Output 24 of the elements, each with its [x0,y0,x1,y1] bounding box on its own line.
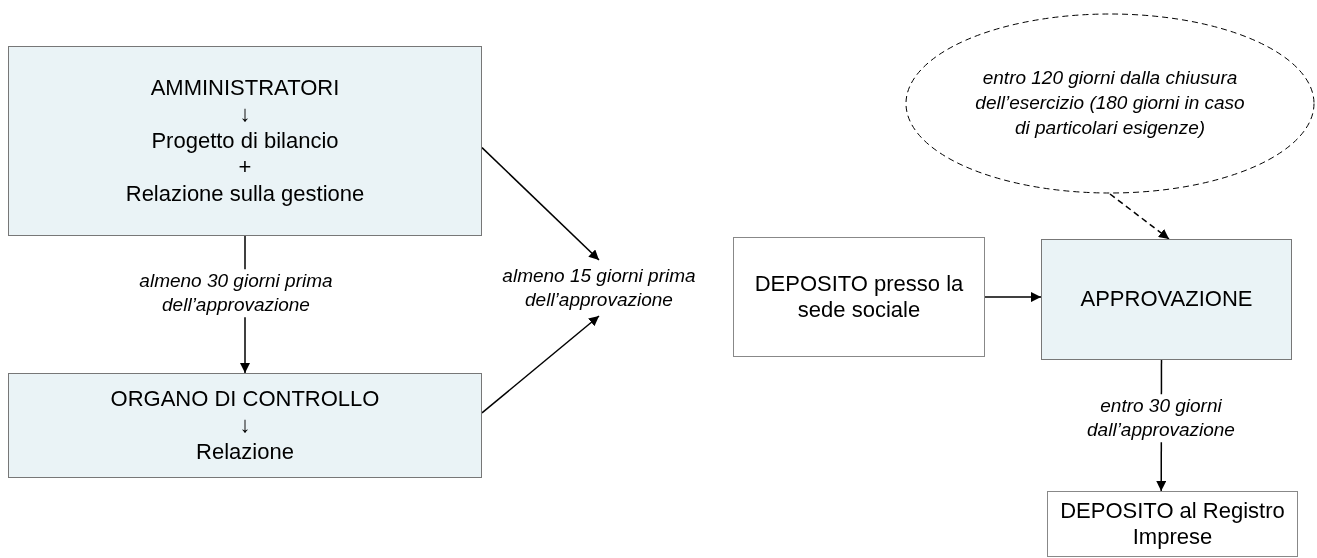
process-box [8,373,482,478]
edge-label: entro 30 giorni dall’approvazione [1085,394,1237,442]
edge-label: almeno 30 giorni prima dell’approvazione [137,269,335,317]
box-text: DEPOSITO presso la sede sociale [753,270,965,324]
box-text: Progetto di bilancio [151,127,339,155]
timing-note: almeno 15 giorni prima dell’approvazione [458,260,740,316]
box-text: DEPOSITO al Registro Imprese [1059,497,1286,551]
process-box [8,46,482,236]
box-text: AMMINISTRATORI [150,75,340,102]
box-text: Relazione sulla gestione [125,180,365,207]
arrow [481,146,600,261]
note-text: entro 120 giorni dalla chiusura dell’esercizio (180 giorni in caso di particolari esigenze) [975,66,1245,140]
arrow [481,315,600,414]
box-text: Relazione [196,438,294,466]
process-box [733,237,985,357]
symbol-glyph: ↓ [239,412,251,439]
arrow [1109,193,1170,240]
symbol-glyph: + [238,154,252,181]
box-text: APPROVAZIONE [1080,286,1253,313]
process-box [1047,491,1298,557]
arrow [984,292,1042,303]
symbol-glyph: ↓ [239,101,251,128]
process-box [1041,239,1292,360]
box-text: ORGANO DI CONTROLLO [110,385,380,413]
